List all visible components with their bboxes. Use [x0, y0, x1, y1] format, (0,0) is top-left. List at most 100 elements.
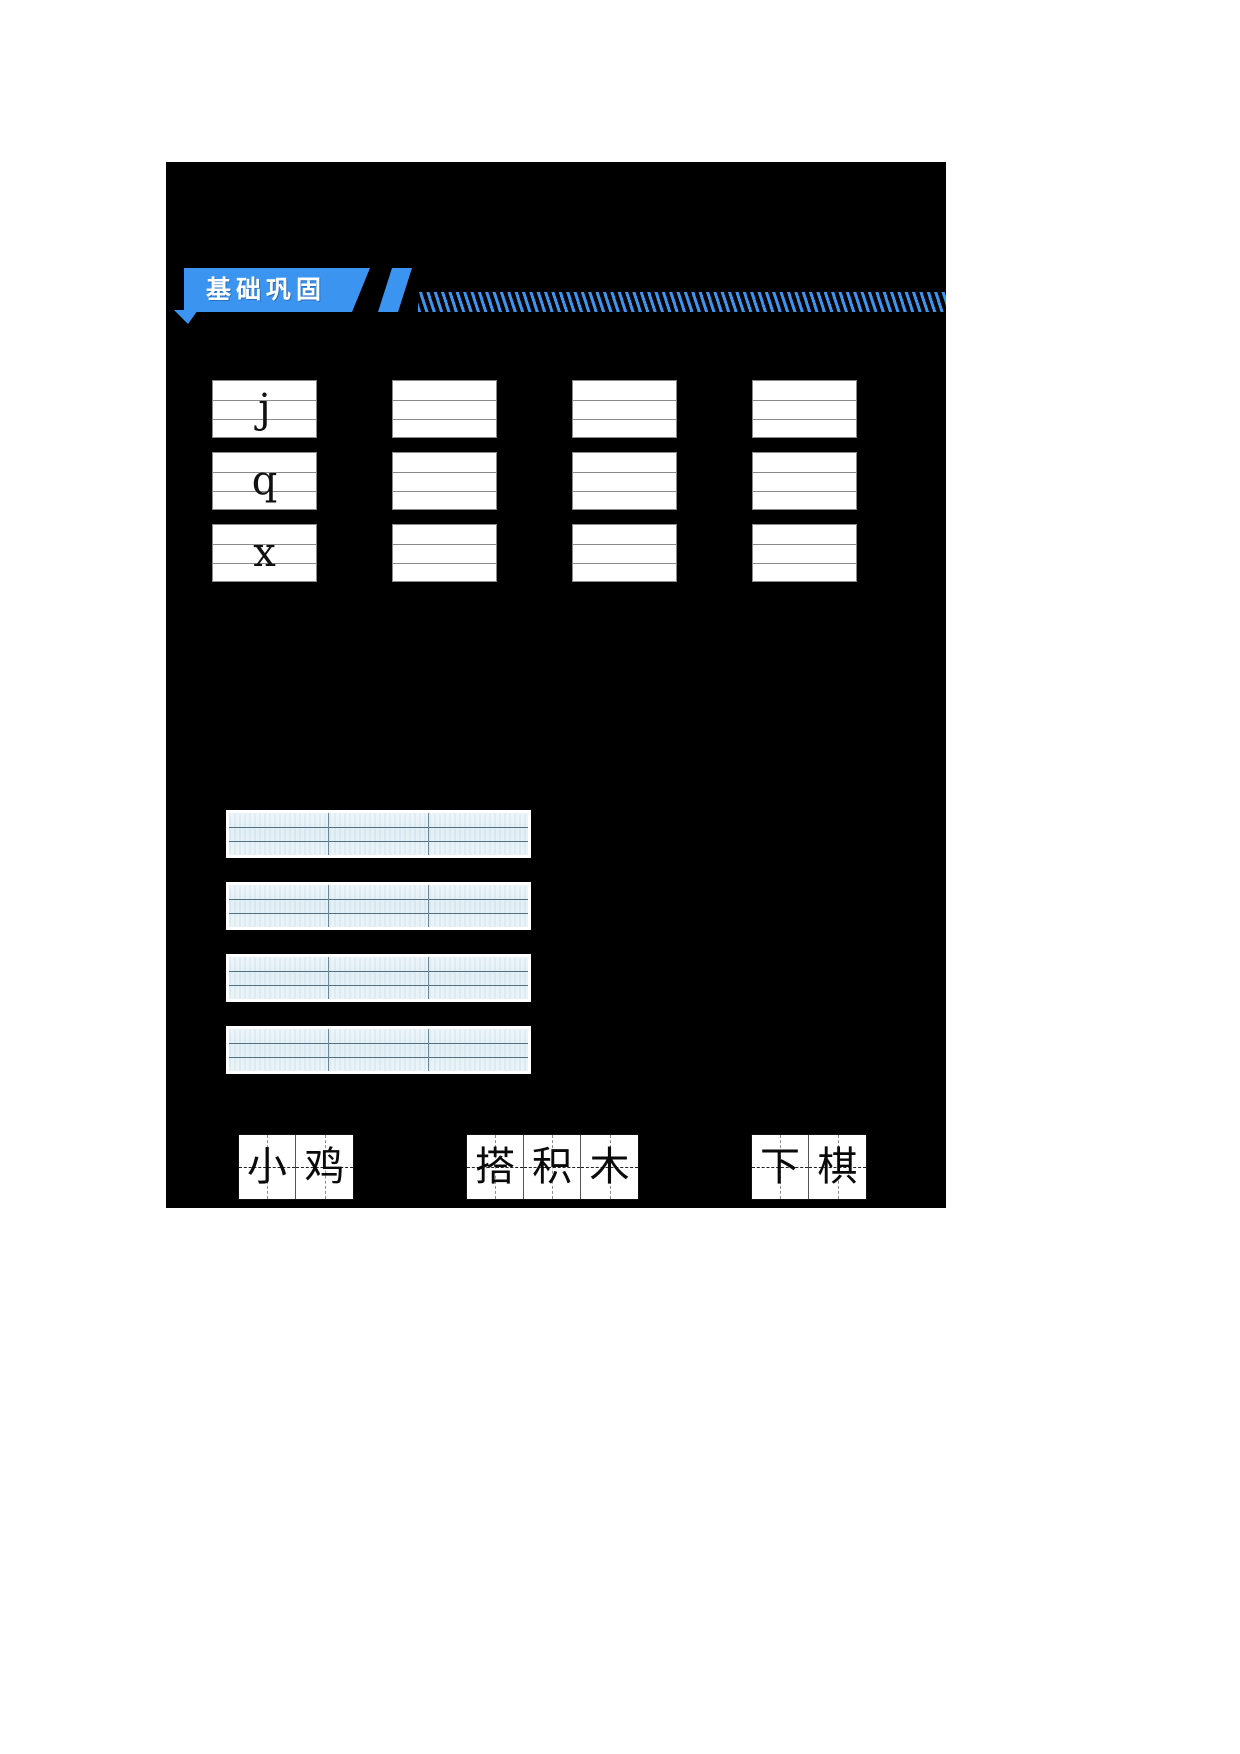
guide-line: [329, 1043, 428, 1044]
guide-line: [753, 544, 856, 545]
pinyin-letter: [753, 453, 856, 509]
banner-tag-shape: [184, 268, 370, 312]
tinted-pinyin-cell[interactable]: [329, 957, 429, 999]
section-banner: 基础巩固: [166, 264, 946, 324]
guide-line: [753, 419, 856, 420]
guide-line: [393, 491, 496, 492]
guide-line: [213, 400, 316, 401]
guide-line: [329, 841, 428, 842]
pinyin-cell[interactable]: [572, 524, 677, 582]
horizontal-guide-line: [752, 1167, 808, 1168]
guide-line: [429, 913, 528, 914]
guide-line: [213, 419, 316, 420]
pinyin-letter: q: [251, 458, 278, 504]
row-gap: [317, 380, 392, 438]
guide-line: [753, 563, 856, 564]
character-glyph: 木: [589, 1144, 630, 1190]
tinted-pinyin-cell[interactable]: [229, 1029, 329, 1071]
guide-line: [393, 544, 496, 545]
worksheet-page: 基础巩固 j q: [166, 162, 946, 1208]
pinyin-letter: [393, 453, 496, 509]
character-cell[interactable]: 下: [752, 1135, 809, 1199]
tinted-pinyin-cell[interactable]: [429, 813, 528, 855]
character-glyph: 搭: [475, 1144, 515, 1190]
guide-line: [429, 985, 528, 986]
pinyin-cell[interactable]: [752, 380, 857, 438]
guide-line: [753, 472, 856, 473]
pinyin-cell[interactable]: [752, 452, 857, 510]
pinyin-cell[interactable]: [572, 452, 677, 510]
tinted-pinyin-cell[interactable]: [229, 885, 329, 927]
character-cell[interactable]: 棋: [809, 1135, 866, 1199]
character-cell[interactable]: 搭: [467, 1135, 524, 1199]
guide-line: [573, 472, 676, 473]
tinted-pinyin-cell[interactable]: [229, 813, 329, 855]
guide-line: [229, 827, 328, 828]
pinyin-row: q: [212, 452, 857, 510]
pinyin-cell[interactable]: j: [212, 380, 317, 438]
guide-line: [229, 899, 328, 900]
tinted-pinyin-cell[interactable]: [429, 885, 528, 927]
pinyin-cell[interactable]: [752, 524, 857, 582]
tinted-pinyin-cell[interactable]: [329, 813, 429, 855]
tinted-pinyin-cell[interactable]: [329, 885, 429, 927]
banner-tag-foot-shape: [174, 310, 198, 324]
tinted-pinyin-row[interactable]: [226, 882, 531, 930]
pinyin-letter: [753, 381, 856, 437]
tinted-pinyin-row[interactable]: [226, 1026, 531, 1074]
pinyin-row: j: [212, 380, 857, 438]
pinyin-letter: [393, 381, 496, 437]
character-glyph: 积: [532, 1144, 572, 1190]
pinyin-cell[interactable]: [392, 380, 497, 438]
guide-line: [213, 491, 316, 492]
guide-line: [393, 419, 496, 420]
guide-line: [573, 544, 676, 545]
horizontal-guide-line: [296, 1167, 353, 1168]
banner-slash-shape: [378, 268, 412, 312]
character-glyph: 鸡: [304, 1144, 345, 1190]
character-cell[interactable]: 木: [581, 1135, 638, 1199]
character-cell[interactable]: 小: [239, 1135, 296, 1199]
pinyin-letter: [573, 453, 676, 509]
guide-line: [213, 563, 316, 564]
pinyin-letter: [573, 381, 676, 437]
guide-line: [329, 827, 428, 828]
pinyin-cell[interactable]: x: [212, 524, 317, 582]
character-cell[interactable]: 积: [524, 1135, 581, 1199]
row-gap: [677, 524, 752, 582]
tinted-pinyin-cell[interactable]: [329, 1029, 429, 1071]
guide-line: [393, 563, 496, 564]
character-word-group: 小 鸡: [238, 1134, 354, 1200]
character-word-group: 搭 积 木: [466, 1134, 639, 1200]
horizontal-guide-line: [467, 1167, 523, 1168]
tinted-pinyin-row[interactable]: [226, 954, 531, 1002]
guide-line: [429, 841, 528, 842]
horizontal-guide-line: [581, 1167, 638, 1168]
tinted-pinyin-cell[interactable]: [429, 1029, 528, 1071]
guide-line: [393, 400, 496, 401]
pinyin-letter: j: [258, 386, 271, 432]
guide-line: [229, 971, 328, 972]
guide-line: [573, 419, 676, 420]
character-cell[interactable]: 鸡: [296, 1135, 353, 1199]
row-gap: [317, 452, 392, 510]
guide-line: [213, 472, 316, 473]
character-glyph: 棋: [817, 1144, 858, 1190]
guide-line: [573, 563, 676, 564]
pinyin-cell[interactable]: [392, 452, 497, 510]
guide-line: [229, 1057, 328, 1058]
guide-line: [229, 985, 328, 986]
tinted-pinyin-row[interactable]: [226, 810, 531, 858]
tinted-pinyin-cell[interactable]: [429, 957, 528, 999]
banner-title: 基础巩固: [205, 275, 326, 304]
pinyin-cell[interactable]: [572, 380, 677, 438]
pinyin-cell[interactable]: q: [212, 452, 317, 510]
row-gap: [677, 380, 752, 438]
guide-line: [429, 971, 528, 972]
pinyin-row: x: [212, 524, 857, 582]
pinyin-cell[interactable]: [392, 524, 497, 582]
guide-line: [393, 472, 496, 473]
character-word-group: 下 棋: [751, 1134, 867, 1200]
tinted-pinyin-cell[interactable]: [229, 957, 329, 999]
guide-line: [229, 913, 328, 914]
